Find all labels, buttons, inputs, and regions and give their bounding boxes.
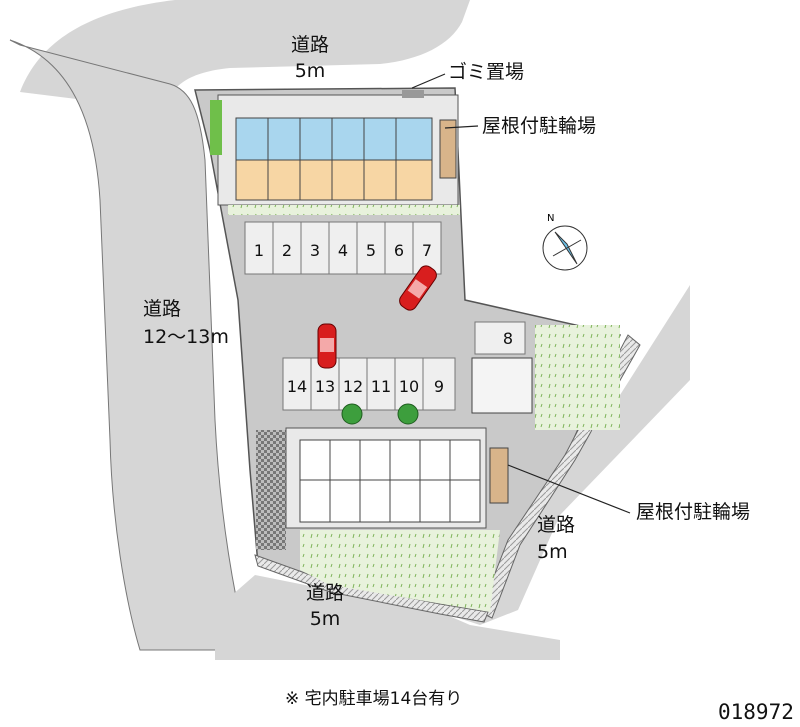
parking-6: 6: [394, 241, 404, 260]
parking-north: [244, 221, 442, 275]
compass-icon: N: [542, 213, 588, 271]
building-south: [285, 357, 533, 529]
parking-3: 3: [310, 241, 320, 260]
grass-east: [535, 325, 620, 430]
car-icon-2: [317, 323, 337, 369]
property-code: 018972: [718, 700, 794, 724]
parking-middle: [282, 357, 456, 411]
road-top-width: 5m: [294, 60, 326, 82]
parking-11: 11: [371, 377, 391, 396]
compass-label: N: [547, 213, 554, 224]
parking-14: 14: [287, 377, 307, 396]
parking-5: 5: [366, 241, 376, 260]
leader-lines: [411, 73, 631, 514]
parking-footnote: ※ 宅内駐車場14台有り: [285, 689, 463, 709]
garbage-label: ゴミ置場: [448, 61, 525, 83]
road-right-width: 5m: [537, 541, 568, 563]
parking-7: 7: [422, 241, 432, 260]
parking-1: 1: [254, 241, 264, 260]
parking-4: 4: [338, 241, 348, 260]
hedge-left-lower: [256, 430, 286, 550]
parking-9: 9: [434, 377, 444, 396]
parking-right-slot: [474, 321, 526, 355]
tree-2: [397, 403, 419, 425]
building-north: [210, 90, 460, 215]
road-bottom-name: 道路: [305, 582, 344, 604]
road-right-name: 道路: [537, 514, 576, 536]
parking-8: 8: [503, 329, 513, 348]
parking-12: 12: [343, 377, 363, 396]
road-left-width: 12～13m: [143, 326, 229, 348]
road-bottom-area: [215, 575, 560, 660]
road-bottom-width: 5m: [309, 608, 341, 630]
parking-13: 13: [315, 377, 335, 396]
parking-2: 2: [282, 241, 292, 260]
grass-south: [300, 530, 500, 612]
parking-10: 10: [399, 377, 419, 396]
bike-top-label: 屋根付駐輪場: [482, 115, 597, 137]
car-icon-1: [399, 265, 437, 311]
road-top-name: 道路: [290, 34, 329, 56]
bike-bottom-label: 屋根付駐輪場: [636, 501, 751, 523]
road-left-area: [9, 39, 249, 651]
tree-1: [341, 403, 363, 425]
road-left-name: 道路: [143, 298, 182, 320]
